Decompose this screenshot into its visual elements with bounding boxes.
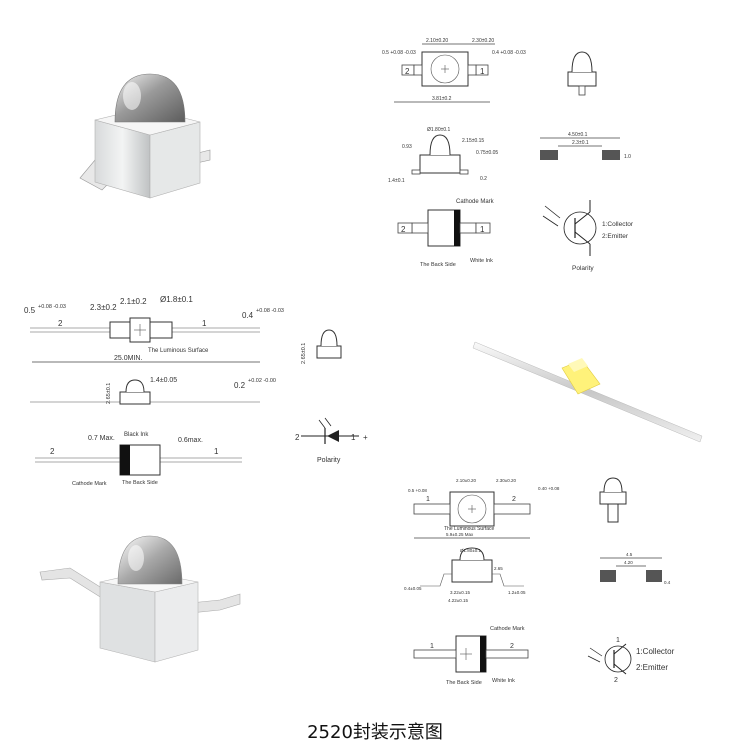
svg-text:0.4 +0.08 -0.03: 0.4 +0.08 -0.03	[492, 50, 526, 56]
svg-text:0.7 Max.: 0.7 Max.	[88, 435, 115, 442]
svg-text:1: 1	[616, 637, 620, 644]
side-view-body	[419, 154, 461, 174]
svg-text:1: 1	[480, 225, 485, 234]
svg-text:2.1±0.2: 2.1±0.2	[120, 297, 147, 306]
svg-text:2: 2	[58, 319, 63, 328]
svg-text:1.2±0.05: 1.2±0.05	[508, 590, 526, 595]
svg-text:2.65±0.1: 2.65±0.1	[301, 343, 307, 364]
svg-text:1:Collector: 1:Collector	[636, 647, 675, 656]
svg-text:Polarity: Polarity	[317, 457, 341, 464]
svg-text:4.20: 4.20	[624, 560, 633, 565]
svg-text:2:Emitter: 2:Emitter	[602, 233, 629, 240]
svg-text:+: +	[363, 433, 368, 442]
svg-text:White Ink: White Ink	[492, 678, 515, 684]
svg-text:0.5 +0.08: 0.5 +0.08	[408, 488, 427, 493]
svg-text:1: 1	[202, 319, 207, 328]
smd-dimension-drawing: 2 1 2.10±0.20 2.30±0.20 0.4 +0.08 -0.03 …	[382, 38, 634, 272]
svg-text:+0.08 -0.03: +0.08 -0.03	[38, 304, 66, 310]
page-caption: 2520封装示意图	[307, 722, 443, 743]
svg-text:2:Emitter: 2:Emitter	[636, 663, 668, 672]
svg-text:Ø1.8±0.1: Ø1.8±0.1	[160, 295, 193, 304]
svg-text:1: 1	[430, 643, 434, 650]
svg-text:Black Ink: Black Ink	[124, 432, 149, 438]
svg-text:2: 2	[512, 496, 516, 503]
svg-text:2: 2	[50, 447, 55, 456]
svg-text:0.4: 0.4	[242, 311, 254, 320]
top-pin-left: 2	[405, 67, 410, 76]
svg-text:0.6max.: 0.6max.	[178, 437, 203, 444]
svg-text:0.93: 0.93	[402, 144, 412, 150]
svg-text:0.2: 0.2	[480, 176, 487, 182]
svg-text:Cathode Mark: Cathode Mark	[490, 626, 525, 632]
svg-text:1: 1	[214, 447, 219, 456]
svg-text:0.40 +0.08: 0.40 +0.08	[538, 486, 560, 491]
svg-text:0.4±0.05: 0.4±0.05	[404, 586, 422, 591]
svg-text:3.22±0.15: 3.22±0.15	[450, 590, 470, 595]
svg-text:1: 1	[351, 433, 356, 442]
svg-text:0.5: 0.5	[24, 306, 36, 315]
smd-gullwing-drawing: 1 2 2.10±0.20 2.30±0.20 0.40 +0.08 0.5 +…	[404, 477, 675, 686]
axial-led-dimension-drawing: 0.5 +0.08 -0.03 2.3±0.2 2.1±0.2 Ø1.8±0.1…	[24, 295, 284, 487]
svg-text:1.4±0.1: 1.4±0.1	[388, 178, 405, 184]
svg-text:4.5: 4.5	[626, 552, 633, 557]
svg-text:0.5 +0.08 -0.03: 0.5 +0.08 -0.03	[382, 50, 416, 56]
svg-text:The Back Side: The Back Side	[446, 680, 482, 686]
svg-text:+0.02 -0.00: +0.02 -0.00	[248, 378, 276, 384]
svg-text:25.0MIN.: 25.0MIN.	[114, 355, 142, 362]
svg-text:Cathode Mark: Cathode Mark	[456, 199, 495, 205]
diode-symbol	[327, 430, 339, 442]
svg-text:2: 2	[401, 225, 406, 234]
svg-text:The Back Side: The Back Side	[420, 262, 456, 268]
svg-text:2.10±0.20: 2.10±0.20	[426, 38, 448, 44]
svg-text:+0.08 -0.03: +0.08 -0.03	[256, 308, 284, 314]
svg-text:1.0: 1.0	[624, 154, 631, 160]
svg-text:2.3±0.2: 2.3±0.2	[90, 303, 117, 312]
svg-text:2: 2	[510, 643, 514, 650]
svg-text:1: 1	[426, 496, 430, 503]
svg-text:2.30±0.20: 2.30±0.20	[472, 38, 494, 44]
svg-text:2.65±0.1: 2.65±0.1	[106, 383, 112, 404]
svg-text:5.9±0.25 Max: 5.9±0.25 Max	[446, 532, 474, 537]
led-3d-render-bottom	[39, 535, 241, 663]
led-3d-render-top	[79, 73, 211, 199]
diode-polarity: 2.65±0.1 - 2 1 + Polarity	[295, 329, 368, 464]
svg-text:2: 2	[295, 433, 300, 442]
svg-text:Polarity: Polarity	[572, 265, 594, 272]
svg-text:3.81±0.2: 3.81±0.2	[432, 96, 452, 102]
svg-text:The Luminous Surface: The Luminous Surface	[444, 526, 495, 532]
svg-text:1.4±0.05: 1.4±0.05	[150, 377, 177, 384]
svg-text:0.75±0.05: 0.75±0.05	[476, 150, 498, 156]
axial-led-render	[472, 341, 703, 443]
svg-text:0.4: 0.4	[664, 580, 671, 585]
top-view-body	[421, 51, 469, 87]
svg-text:1:Collector: 1:Collector	[602, 221, 634, 228]
svg-text:2.3±0.1: 2.3±0.1	[572, 140, 589, 146]
svg-text:4.22±0.15: 4.22±0.15	[448, 598, 468, 603]
svg-text:Ø1.80±0.1: Ø1.80±0.1	[460, 548, 481, 553]
svg-text:2: 2	[614, 677, 618, 684]
svg-text:2.15±0.15: 2.15±0.15	[462, 138, 484, 144]
svg-text:The Luminous Surface: The Luminous Surface	[148, 348, 209, 354]
cathode-mark-band	[454, 210, 460, 246]
top-pin-right: 1	[480, 67, 485, 76]
svg-text:White Ink: White Ink	[470, 258, 493, 264]
svg-text:4.50±0.1: 4.50±0.1	[568, 132, 588, 138]
svg-text:2.10±0.20: 2.10±0.20	[456, 478, 476, 483]
svg-text:Ø1.80±0.1: Ø1.80±0.1	[427, 127, 451, 133]
svg-text:Cathode Mark: Cathode Mark	[72, 481, 107, 487]
svg-text:2.65: 2.65	[494, 566, 503, 571]
svg-text:The Back Side: The Back Side	[122, 480, 158, 486]
svg-text:0.2: 0.2	[234, 381, 246, 390]
svg-text:2.30±0.20: 2.30±0.20	[496, 478, 516, 483]
